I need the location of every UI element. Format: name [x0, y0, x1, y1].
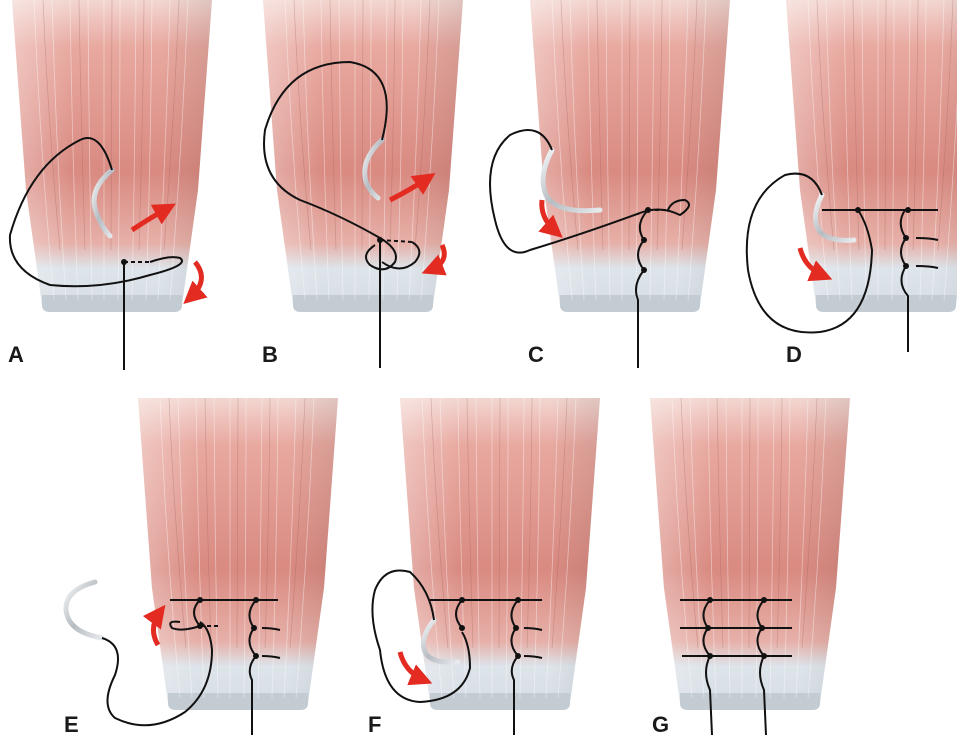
- panel-label-b: B: [262, 342, 278, 367]
- suture-knot-point: [121, 259, 127, 265]
- panel-c: C: [490, 0, 730, 368]
- panel-label-a: A: [8, 342, 24, 367]
- muscle-tendon-unit-c: [530, 0, 730, 312]
- panel-label-f: F: [368, 712, 381, 737]
- panel-e: E: [64, 398, 338, 737]
- muscle-tendon-unit-b: [263, 0, 463, 312]
- direction-arrow: [400, 652, 424, 680]
- muscle-tendon-unit-g: [650, 398, 850, 710]
- panel-g: G: [650, 398, 850, 737]
- panel-label-d: D: [786, 342, 802, 367]
- muscle-tendon-unit-a: [12, 0, 212, 312]
- panel-d: D: [747, 0, 957, 367]
- panel-label-g: G: [652, 712, 669, 737]
- muscle-tendon-unit-f: [400, 398, 600, 710]
- panel-a: A: [8, 0, 212, 370]
- direction-arrow: [190, 262, 201, 298]
- muscle-tendon-unit-e: [138, 398, 338, 710]
- panel-label-e: E: [64, 712, 79, 737]
- panel-f: F: [368, 398, 600, 737]
- panel-b: B: [262, 0, 463, 368]
- panel-label-c: C: [528, 342, 544, 367]
- suture-knot-point: [377, 237, 383, 243]
- needle-icon: [66, 582, 102, 638]
